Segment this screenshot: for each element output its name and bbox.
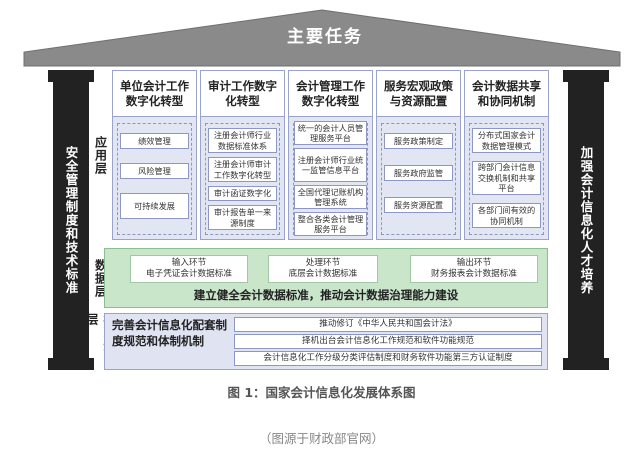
data-box-desc: 底层会计数据标准 (288, 269, 358, 279)
column-item: 可持续发展 (120, 193, 189, 219)
column-item: 注册会计师行业数据标准体系 (208, 128, 277, 153)
column-body (205, 123, 280, 235)
layer-label-application: 应用层 (93, 135, 108, 175)
column-body (381, 123, 456, 235)
column-title: 会计数据共享和协同机制 (465, 71, 548, 117)
column-item: 跨部门会计信息交换机制和共享平台 (472, 161, 541, 195)
column-item: 注册会计师审计工作数字化转型 (208, 157, 277, 182)
column-title: 审计工作数字化转型 (201, 71, 284, 117)
app-column-audit: 审计工作数字化转型 注册会计师行业数据标准体系 注册会计师审计工作数字化转型 审… (200, 70, 285, 240)
data-layer-main-text: 建立健全会计数据标准，推动会计数据治理能力建设 (193, 288, 459, 302)
column-item: 各部门间有效的协同机制 (472, 203, 541, 228)
column-item: 审计报告单一来源制度 (208, 205, 277, 230)
data-box-input: 输入环节 电子凭证会计数据标准 (130, 255, 248, 283)
data-box-process: 处理环节 底层会计数据标准 (268, 255, 378, 283)
column-title: 服务宏观政策与资源配置 (377, 71, 460, 117)
standards-item: 择机出台会计信息化工作规范和软件功能规范 (234, 334, 542, 349)
data-box-title: 输入环节 (171, 258, 207, 268)
standards-item: 会计信息化工作分级分类评估制度和财务软件功能第三方认证制度 (234, 351, 542, 366)
data-box-desc: 财务报表会计数据标准 (431, 269, 517, 279)
roof-title: 主要任务 (287, 27, 363, 47)
column-item: 服务政府监管 (384, 165, 453, 181)
data-box-output: 输出环节 财务报表会计数据标准 (410, 255, 538, 283)
column-item: 注册会计师行业统一监管信息平台 (294, 148, 367, 182)
data-box-title: 输出环节 (456, 258, 492, 268)
column-item: 统一的会计人员管理服务平台 (294, 121, 367, 145)
column-item: 整合各类会计管理服务平台 (294, 212, 367, 236)
left-pillar-label: 安全管理制度和技术标准 (63, 145, 79, 295)
app-column-unit-accounting: 单位会计工作数字化转型 绩效管理 风险管理 可持续发展 (112, 70, 197, 240)
left-pillar: 安全管理制度和技术标准 (48, 70, 94, 370)
column-item: 绩效管理 (120, 133, 189, 149)
roof (23, 9, 621, 67)
app-column-accounting-management: 会计管理工作数字化转型 统一的会计人员管理服务平台 注册会计师行业统一监管信息平… (288, 70, 373, 240)
column-title: 会计管理工作数字化转型 (289, 71, 372, 117)
data-box-title: 处理环节 (305, 258, 341, 268)
standards-item: 推动修订《中华人民共和国会计法》 (234, 317, 542, 332)
column-item: 风险管理 (120, 163, 189, 179)
column-item: 全国代理记账机构管理系统 (294, 185, 367, 209)
column-title: 单位会计工作数字化转型 (113, 71, 196, 117)
right-pillar: 加强会计信息化人才培养 (563, 70, 609, 370)
standards-left-text: 完善会计信息化配套制度规范和体制机制 (112, 318, 227, 348)
column-item: 审计函证数字化 (208, 186, 277, 201)
figure-caption: 图 1：国家会计信息化发展体系图 (227, 385, 416, 400)
app-column-data-sharing: 会计数据共享和协同机制 分布式国家会计数据管理模式 跨部门会计信息交换机制和共享… (464, 70, 549, 240)
app-column-macro-policy: 服务宏观政策与资源配置 服务政策制定 服务政府监管 服务资源配置 (376, 70, 461, 240)
data-box-desc: 电子凭证会计数据标准 (146, 269, 232, 279)
column-body (117, 123, 192, 235)
column-body (469, 123, 544, 235)
column-item: 服务政策制定 (384, 133, 453, 149)
figure-source: （图源于财政部官网） (258, 431, 384, 446)
column-item: 分布式国家会计数据管理模式 (472, 128, 541, 153)
column-item: 服务资源配置 (384, 197, 453, 213)
right-pillar-label: 加强会计信息化人才培养 (578, 145, 594, 295)
